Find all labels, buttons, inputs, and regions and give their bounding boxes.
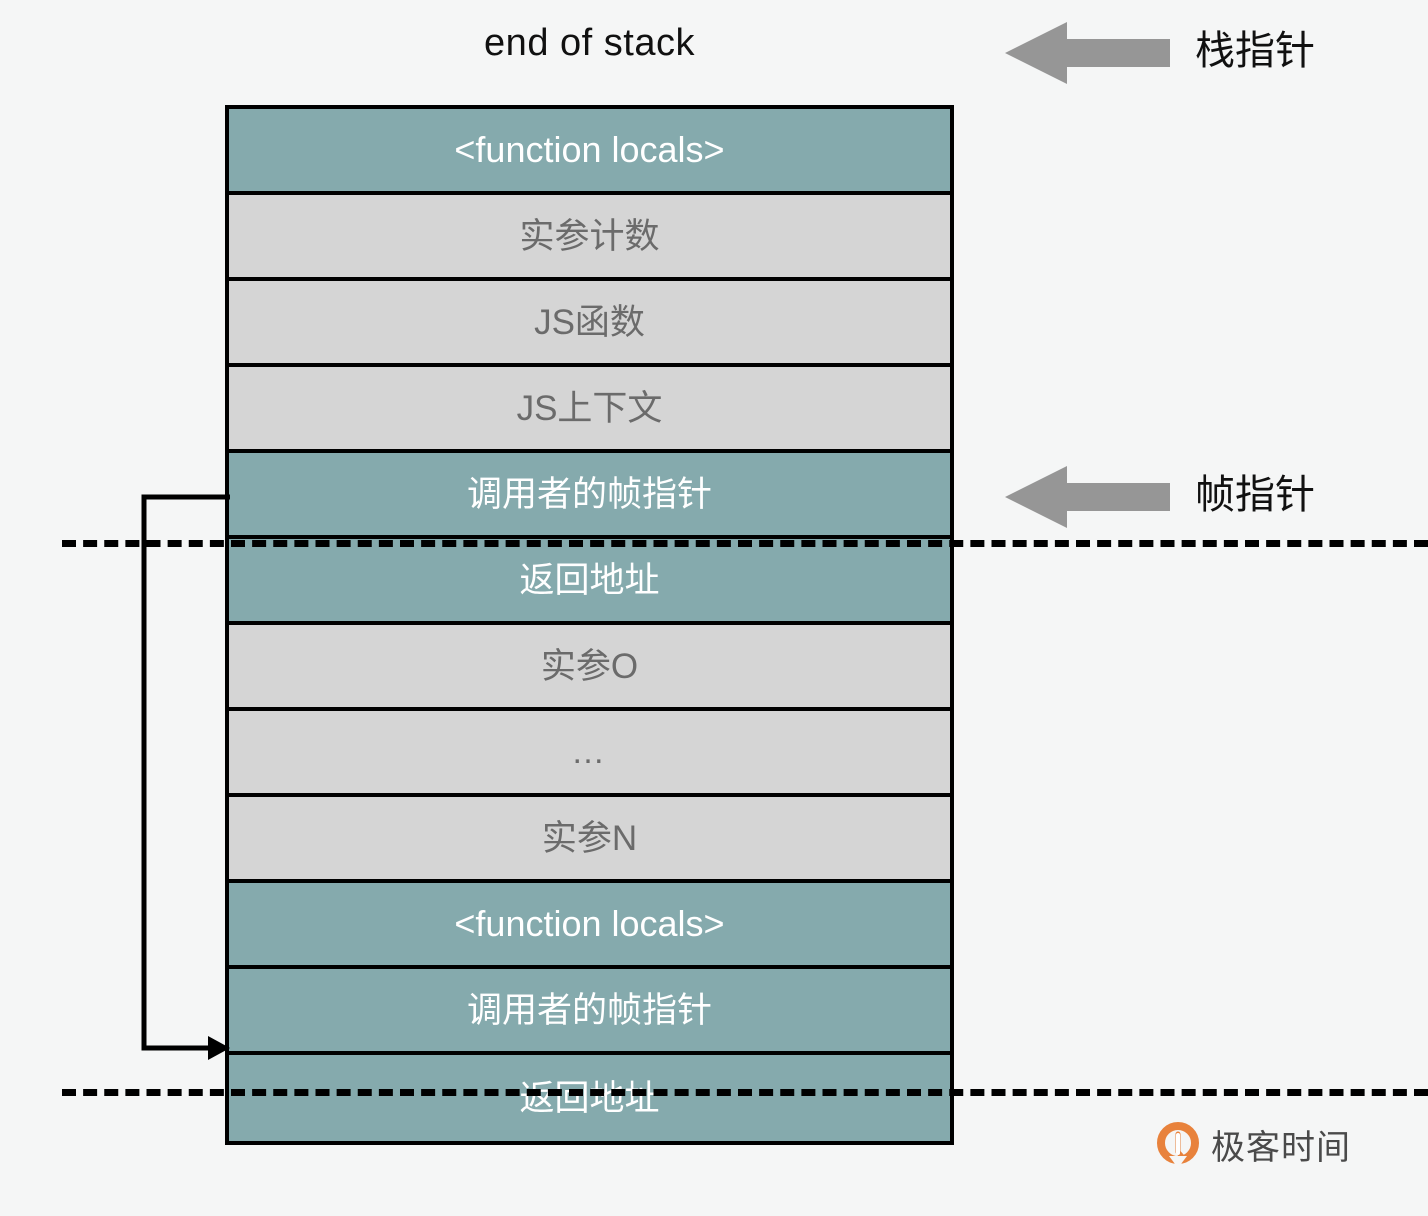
- stack-row: 调用者的帧指针: [229, 453, 950, 539]
- stack-row-label: JS上下文: [516, 388, 663, 428]
- stack-row: 实参计数: [229, 195, 950, 281]
- stack-row-label: …: [571, 733, 608, 771]
- stack-row: JS上下文: [229, 367, 950, 453]
- stack-row-label: <function locals>: [454, 129, 725, 170]
- stack-row: 返回地址: [229, 1055, 950, 1141]
- stack-row-label: JS函数: [534, 302, 645, 342]
- frame-boundary-dashed-bottom: [62, 1089, 1428, 1096]
- brand-name: 极客时间: [1211, 1129, 1351, 1167]
- stack-row-label: <function locals>: [454, 903, 725, 944]
- stack-row-label: 返回地址: [519, 560, 660, 600]
- stack-row: 实参O: [229, 625, 950, 711]
- frame-boundary-dashed-top: [62, 540, 1428, 547]
- arrow-left-icon: [1005, 22, 1170, 84]
- stack-row: <function locals>: [229, 883, 950, 969]
- stack-row-label: 实参计数: [519, 216, 660, 256]
- stack-row: <function locals>: [229, 109, 950, 195]
- stack-pointer-label: 栈指针: [1195, 29, 1315, 73]
- stack-row: …: [229, 711, 950, 797]
- stack-row: 返回地址: [229, 539, 950, 625]
- stack-row: 调用者的帧指针: [229, 969, 950, 1055]
- stack-row-label: 调用者的帧指针: [466, 474, 712, 514]
- caller-frame-pointer-connector: [141, 494, 230, 1060]
- stack-row-label: 调用者的帧指针: [466, 990, 712, 1030]
- geektime-logo-icon: [1157, 1121, 1199, 1168]
- stack-row-label: 实参O: [540, 646, 639, 686]
- diagram-title: end of stack: [484, 22, 695, 64]
- stack-row-label: 实参N: [541, 818, 638, 858]
- frame-pointer-label: 帧指针: [1195, 473, 1315, 517]
- stack-row-label: 返回地址: [519, 1078, 660, 1118]
- stack-frame-table: <function locals> 实参计数 JS函数 JS上下文调用者的帧指针返回地…: [225, 105, 954, 1145]
- stack-row: JS函数: [229, 281, 950, 367]
- brand-logo: 极客时间: [1155, 1120, 1351, 1169]
- stack-row: 实参N: [229, 797, 950, 883]
- arrow-left-icon: [1005, 466, 1170, 528]
